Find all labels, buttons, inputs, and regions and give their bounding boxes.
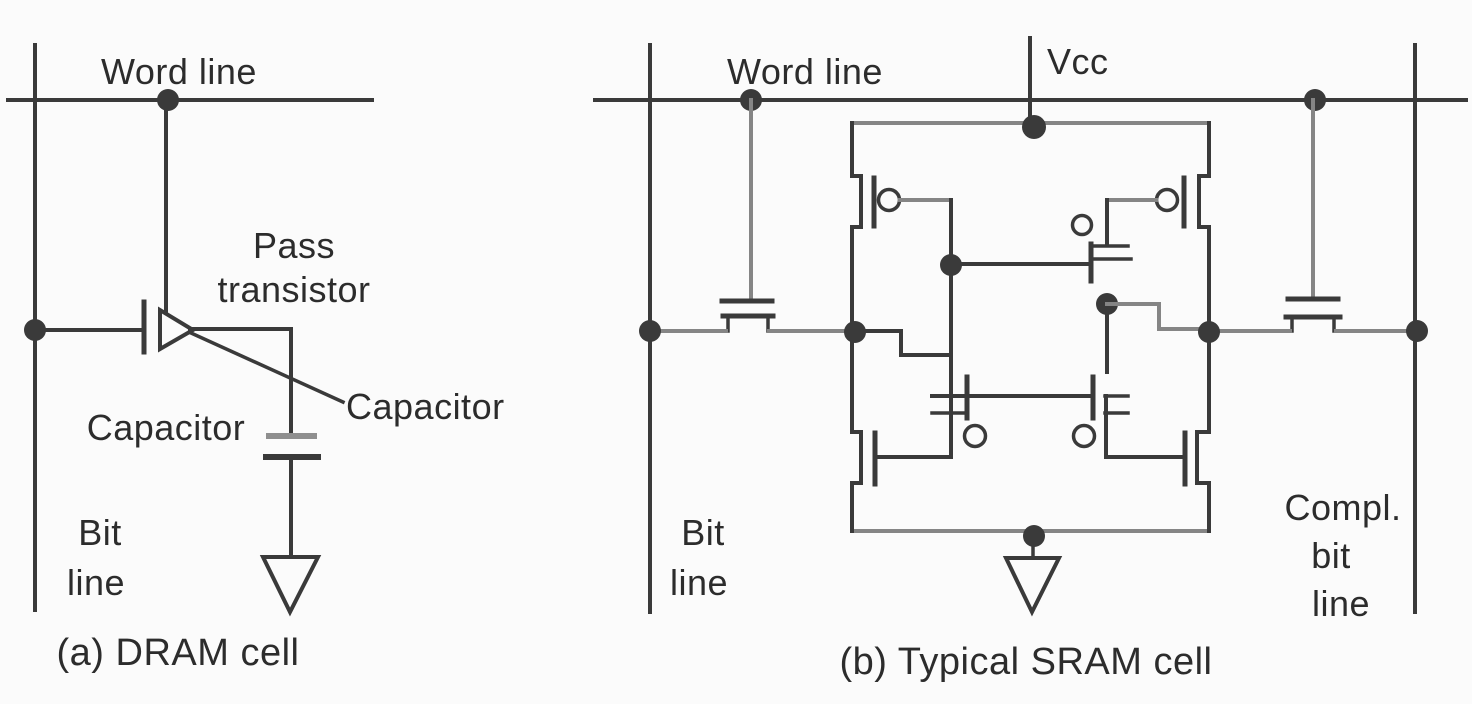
- dram-drain-wire: [188, 327, 293, 435]
- sram-caption: (b) Typical SRAM cell: [839, 641, 1212, 683]
- sram-bit-line-label-line2: line: [670, 562, 728, 603]
- dram-pass-transistor-label-line1: Pass: [253, 225, 335, 266]
- sram-right-pmos-bubble-icon: [1154, 187, 1180, 213]
- dram-pass-transistor-label-line2: transistor: [217, 269, 370, 310]
- sram-node-b-link-wire: [1105, 302, 1211, 331]
- sram-ground-junction-dot: [1023, 525, 1045, 547]
- sram-word-line-label: Word line: [727, 51, 883, 92]
- sram-compl-bit-line-label-line3: line: [1312, 583, 1370, 624]
- sram-node-b-dot: [1198, 321, 1220, 343]
- sram-right-nmos-gate-wire: [1104, 394, 1186, 459]
- sram-lower-right-gate-prongs: [1103, 394, 1130, 415]
- sram-ground-icon: [1002, 556, 1063, 617]
- sram-left-access-stubs: [726, 316, 770, 333]
- sram-bitline-junction-dot: [639, 320, 661, 342]
- sram-compl-bitline-junction-dot: [1406, 320, 1428, 342]
- dram-cell-diagram: Word line Pass transistor Capacitor Capa…: [6, 43, 505, 674]
- sram-left-pmos-bubble-icon: [876, 187, 902, 213]
- sram-bit-line-label-line1: Bit: [681, 512, 725, 553]
- sram-cell-diagram: Word line Vcc Bit line Compl. bit line (…: [593, 36, 1468, 683]
- sram-compl-bit-line-label-line1: Compl.: [1284, 487, 1401, 528]
- dram-bit-line-label-line2: line: [67, 562, 125, 603]
- dram-word-line-label: Word line: [101, 51, 257, 92]
- sram-right-access-stubs: [1290, 317, 1336, 333]
- sram-node-a-cross-jog: [853, 329, 953, 357]
- dram-capacitor-callout-line: [188, 330, 346, 405]
- dram-ground-icon: [259, 555, 322, 617]
- sram-upper-cross-gate-prongs: [1091, 244, 1133, 261]
- sram-upper-cross-bubble-icon: [1070, 213, 1094, 237]
- dram-pass-transistor-triangle: [158, 306, 197, 353]
- sram-vcc-junction-dot: [1022, 115, 1046, 139]
- dram-bit-line-label-line1: Bit: [78, 512, 122, 553]
- sram-lower-right-bubble-icon: [1071, 423, 1097, 449]
- sram-lower-left-bubble-icon: [962, 423, 988, 449]
- dram-capacitor-label-left: Capacitor: [87, 407, 246, 448]
- sram-compl-bit-line-label-line2: bit: [1311, 535, 1351, 576]
- sram-vcc-label: Vcc: [1047, 41, 1109, 82]
- dram-caption: (a) DRAM cell: [57, 632, 300, 674]
- dram-capacitor-label-right: Capacitor: [346, 386, 505, 427]
